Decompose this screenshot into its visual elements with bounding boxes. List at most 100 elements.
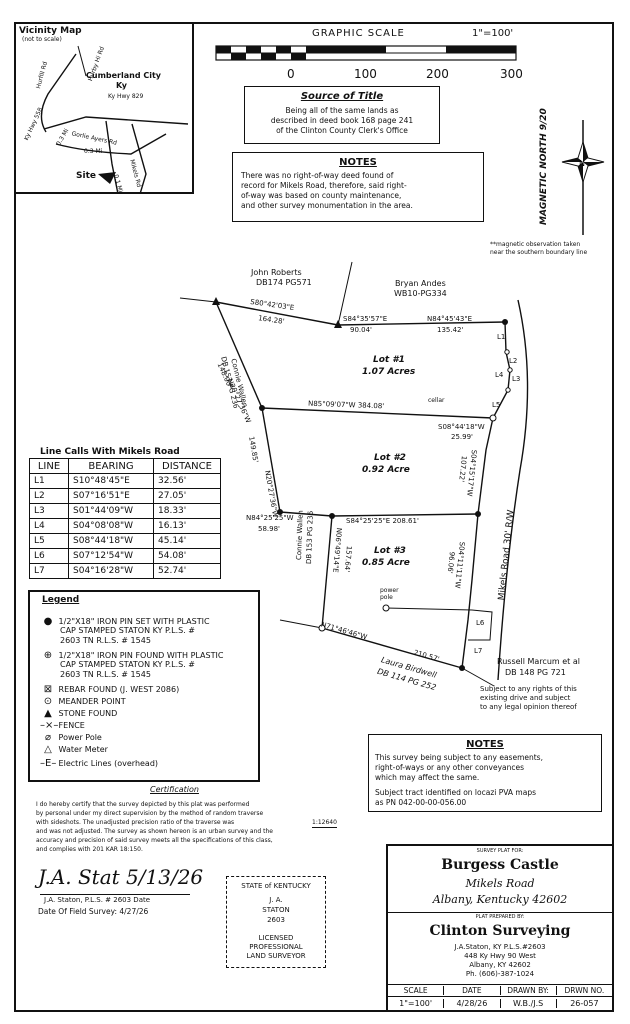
right-owner-deed: DB 148 PG 721: [505, 668, 566, 677]
cell: L5: [29, 533, 69, 549]
seal-name: J. A.: [269, 896, 283, 904]
legend-box: Legend ● 1/2"X18" IRON PIN SET WITH PLAS…: [28, 590, 260, 782]
seal-state: STATE of KENTUCKY: [241, 882, 311, 890]
lot2-area: 0.92 Acre: [362, 465, 410, 475]
notes-bottom-line-5: as PN 042-00-00-056.00: [375, 798, 467, 807]
tb-prepared-by: PLAT PREPARED BY:: [475, 914, 525, 920]
legend-text: MEANDER POINT: [58, 697, 126, 706]
tb-c2: 448 Ky Hwy 90 West: [464, 952, 536, 960]
line-label-l2: L2: [509, 357, 518, 365]
scale-title: GRAPHIC SCALE: [312, 28, 405, 39]
line-calls-header: DISTANCE: [153, 458, 221, 474]
subject-line-3: to any legal opinion thereof: [480, 703, 577, 711]
scale-tick-0: 0: [287, 67, 295, 81]
vicinity-roads: [40, 45, 189, 194]
tb-header: DRWN NO.: [564, 986, 605, 995]
cell: 52.74': [153, 563, 221, 579]
cell: S04°08'08"W: [68, 518, 154, 534]
legend-item: ⊠ REBAR FOUND (J. WEST 2086): [40, 684, 179, 695]
legend-text: Electric Lines (overhead): [58, 759, 159, 768]
tb-header-row: SCALE DATE DRAWN BY: DRWN NO.: [388, 986, 612, 995]
line-label-l6: L6: [476, 619, 485, 627]
fence-icon: –×–: [40, 720, 59, 731]
cell: S07°16'51"E: [68, 488, 154, 504]
call-r3-dist: 96.06': [445, 551, 456, 574]
call-r2-dist: 107.22': [457, 455, 468, 483]
cell: 54.08': [153, 548, 221, 564]
source-line-1: Being all of the same lands as: [285, 106, 399, 115]
tb-c4: Ph. (606)-387-1024: [465, 970, 535, 978]
cert-signature: J.A. Stat 5/13/26: [38, 865, 204, 889]
line-calls-header: LINE: [29, 458, 69, 474]
tb-client: Burgess Castle: [441, 857, 559, 873]
cell: 16.13': [153, 518, 221, 534]
water-meter-icon: △: [44, 744, 52, 755]
cert-line-2: by personal under my direct supervision …: [36, 810, 264, 817]
vicinity-state: Ky: [116, 81, 127, 90]
north-note-1: **magnetic observation taken: [490, 241, 581, 248]
tb-header: DATE: [444, 986, 501, 995]
line-calls-header-row: LINE BEARING DISTANCE: [29, 458, 221, 474]
lot1-label: Lot #1: [373, 355, 405, 365]
notes-top-line-3: of-way was based on county maintenance,: [241, 191, 402, 200]
call-right1: S08°44'18"W: [438, 423, 485, 431]
vicinity-dist2: 0.3 Mi: [84, 148, 103, 155]
legend-item: 2603 TN R.L.S. # 1545: [60, 670, 151, 679]
cert-heading: Certification: [150, 785, 199, 794]
seal-l2: PROFESSIONAL: [249, 943, 303, 951]
subject-line-2: existing drive and subject: [480, 694, 571, 702]
legend-text: Power Pole: [58, 733, 102, 742]
line-label-l4: L4: [495, 371, 504, 379]
north-note-2: near the southern boundary line: [490, 249, 588, 256]
cell: 32.56': [153, 473, 221, 489]
legend-item: –×– FENCE: [40, 720, 85, 731]
legend-item: ▲ STONE FOUND: [40, 708, 117, 719]
source-heading: Source of Title: [300, 91, 384, 102]
pin-found-icon: ⊕: [43, 650, 53, 661]
legend-item: 2603 TN R.L.S. # 1545: [60, 636, 151, 645]
legend-item: CAP STAMPED STATON KY P.L.S. #: [60, 660, 195, 669]
legend-item: ⊙ MEANDER POINT: [40, 696, 126, 707]
seal-number: 2603: [267, 916, 285, 924]
legend-text: STONE FOUND: [58, 709, 118, 718]
owner1-deed: DB174 PG571: [256, 278, 312, 287]
legend-item: ⊕ 1/2"X18" IRON PIN FOUND WITH PLASTIC: [40, 650, 224, 661]
rebar-icon: ⊠: [43, 684, 53, 695]
notes-bottom-line-1: This survey being subject to any easemen…: [375, 753, 543, 762]
cell: 27.05': [153, 488, 221, 504]
notes-top-line-2: record for Mikels Road, therefore, said …: [241, 181, 407, 190]
stone-icon: ▲: [44, 708, 52, 719]
cell: 45.14': [153, 533, 221, 549]
legend-text: 1/2"X18" IRON PIN SET WITH PLASTIC: [58, 617, 210, 626]
tb-value-row: 1"=100' 4/28/26 W.B./J.S 26-057: [388, 999, 612, 1008]
source-line-3: of the Clinton County Clerk's Office: [276, 126, 408, 135]
tb-header: SCALE: [388, 986, 445, 995]
legend-item: ● 1/2"X18" IRON PIN SET WITH PLASTIC: [40, 616, 210, 627]
pin-set-icon: ●: [43, 616, 53, 627]
call-mid2: S84°25'25"E 208.61': [346, 517, 419, 525]
cell: S07°12'54"W: [68, 548, 154, 564]
call-right1-dist: 25.99': [451, 433, 473, 441]
legend-item: △ Water Meter: [40, 744, 108, 755]
cert-line-6: and complies with 201 KAR 18:150.: [36, 846, 143, 853]
cert-line-3: with sideshots. The unadjusted precision…: [36, 819, 235, 826]
cell: S04°16'28"W: [68, 563, 154, 579]
line-label-l5: L5: [492, 401, 501, 409]
cert-line-4: and was not adjusted. The survey as show…: [36, 828, 273, 835]
meander-point-icon: ⊙: [43, 696, 53, 707]
notes-bottom-heading: NOTES: [466, 739, 504, 750]
call-sw-dist: 58.98': [258, 525, 280, 533]
seal-l3: LAND SURVEYOR: [246, 952, 306, 960]
scale-ratio: 1"=100': [472, 28, 514, 39]
scale-tick-200: 200: [426, 67, 449, 81]
notes-top-line-1: There was no right-of-way deed found of: [241, 171, 394, 180]
right-owner: Russell Marcum et al: [497, 657, 580, 666]
line-label-l1: L1: [497, 333, 506, 341]
subject-line-1: Subject to any rights of this: [480, 685, 577, 693]
vicinity-town: Cumberland City: [86, 71, 161, 80]
